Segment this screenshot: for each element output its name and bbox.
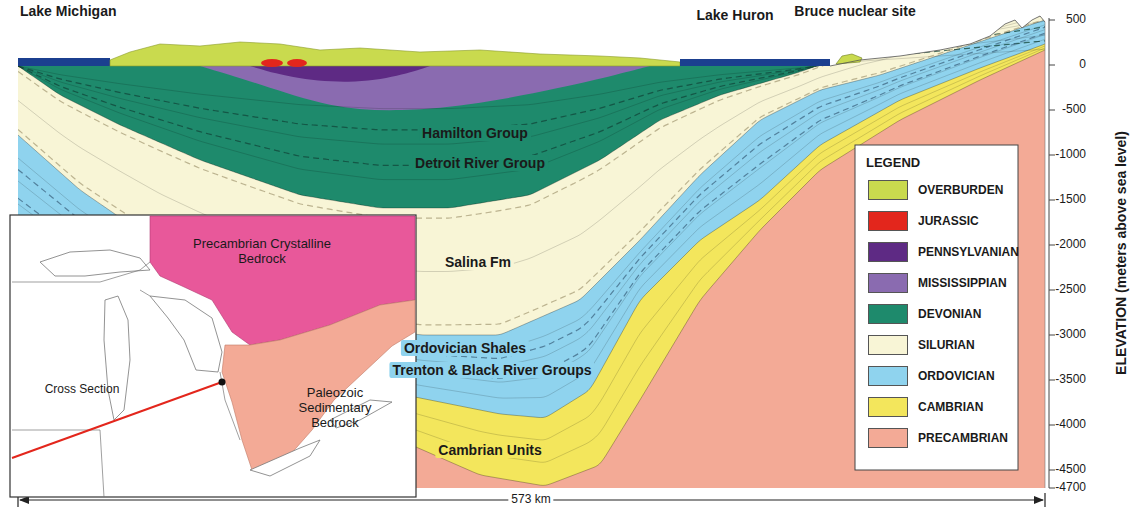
inset-line-label: Cross Section (45, 383, 120, 397)
axis-tick (1049, 488, 1055, 489)
tick-label: -2500 (1055, 283, 1086, 297)
legend-swatch (868, 273, 908, 293)
bedding-dashed-line (18, 41, 1045, 130)
axis-tick (1049, 290, 1055, 291)
bruce-site-dot (219, 379, 226, 386)
scale-arrowhead (1034, 496, 1044, 504)
paleozoic-region (222, 300, 415, 470)
lake-label: Lake Michigan (20, 3, 116, 19)
tick-label: -500 (1062, 103, 1086, 117)
tick-label: -4700 (1055, 481, 1086, 495)
tick-label: -1000 (1055, 148, 1086, 162)
axis-tick (1049, 380, 1055, 381)
axis-tick (1049, 425, 1055, 426)
mississippian-layer (200, 66, 650, 110)
legend-swatch (868, 335, 908, 355)
unit-label: Ordovician Shales (401, 340, 529, 356)
legend-text: MISSISSIPPIAN (918, 276, 1007, 290)
legend-heading: LEGEND (866, 156, 920, 171)
legend-text: JURASSIC (918, 214, 979, 228)
inset-lake-outline (250, 440, 320, 476)
tick-label: -4500 (1055, 463, 1086, 477)
tick-label: -3500 (1055, 373, 1086, 387)
axis-tick (1049, 200, 1055, 201)
legend-text: DEVONIAN (918, 307, 981, 321)
location-inset-map (10, 215, 416, 497)
legend-swatch (868, 397, 908, 417)
jurassic-outlier (287, 59, 307, 67)
axis-tick (1049, 155, 1055, 156)
legend-text: SILURIAN (918, 338, 975, 352)
unit-label: Detroit River Group (412, 155, 548, 171)
scale-label: 573 km (508, 493, 553, 507)
legend-swatch (868, 242, 908, 262)
inset-lake-outline (104, 296, 130, 420)
lake-label: Lake Huron (696, 7, 773, 23)
legend-text: ORDOVICIAN (918, 369, 995, 383)
lake-michigan-water (18, 58, 110, 66)
legend-swatch (868, 304, 908, 324)
tick-label: 500 (1066, 13, 1086, 27)
bedding-line (18, 21, 1045, 179)
unit-label: Hamilton Group (419, 125, 531, 141)
pennsylvanian-layer (250, 66, 430, 82)
legend-swatch (868, 180, 908, 200)
inset-frame (10, 215, 416, 497)
unit-label: Salina Fm (442, 254, 514, 270)
inset-region-label: Precambrian Crystalline Bedrock (192, 237, 332, 267)
inset-lake-outline (150, 296, 222, 372)
tick-label: 0 (1079, 58, 1086, 72)
tick-label: -2000 (1055, 238, 1086, 252)
axis-tick (1049, 245, 1055, 246)
legend-swatch (868, 366, 908, 386)
legend-swatch (868, 211, 908, 231)
ground-surface (830, 16, 1045, 66)
bedding-dashed-line (18, 11, 1045, 218)
axis-tick (1049, 110, 1055, 111)
legend-swatch (868, 428, 908, 448)
axis-title: ELEVATION (meters above sea level) (1113, 131, 1129, 375)
inset-region-label: Paleozoic Sedimentary Bedrock (280, 386, 390, 431)
legend-text: CAMBRIAN (918, 400, 983, 414)
axis-tick (1049, 65, 1055, 66)
overburden (110, 42, 680, 66)
axis-tick (1049, 470, 1055, 471)
inset-border-lines (12, 262, 240, 497)
legend-frame (855, 145, 1018, 470)
legend-text: PRECAMBRIAN (918, 431, 1008, 445)
section-edge (1045, 22, 1046, 488)
scale-end (1044, 493, 1045, 507)
site-label: Bruce nuclear site (794, 3, 915, 19)
lake-huron-water (680, 59, 830, 66)
axis-tick (1049, 20, 1055, 21)
legend-text: OVERBURDEN (918, 183, 1003, 197)
unit-label: Cambrian Units (435, 442, 544, 458)
elevation-axis (1049, 18, 1050, 488)
tick-label: -3000 (1055, 328, 1086, 342)
tick-label: -1500 (1055, 193, 1086, 207)
tick-label: -4000 (1055, 418, 1086, 432)
cross-section-line (12, 382, 222, 458)
jurassic-outlier (261, 59, 283, 67)
legend-text: PENNSYLVANIAN (918, 245, 1019, 259)
axis-tick (1049, 335, 1055, 336)
unit-label: Trenton & Black River Groups (389, 362, 594, 378)
